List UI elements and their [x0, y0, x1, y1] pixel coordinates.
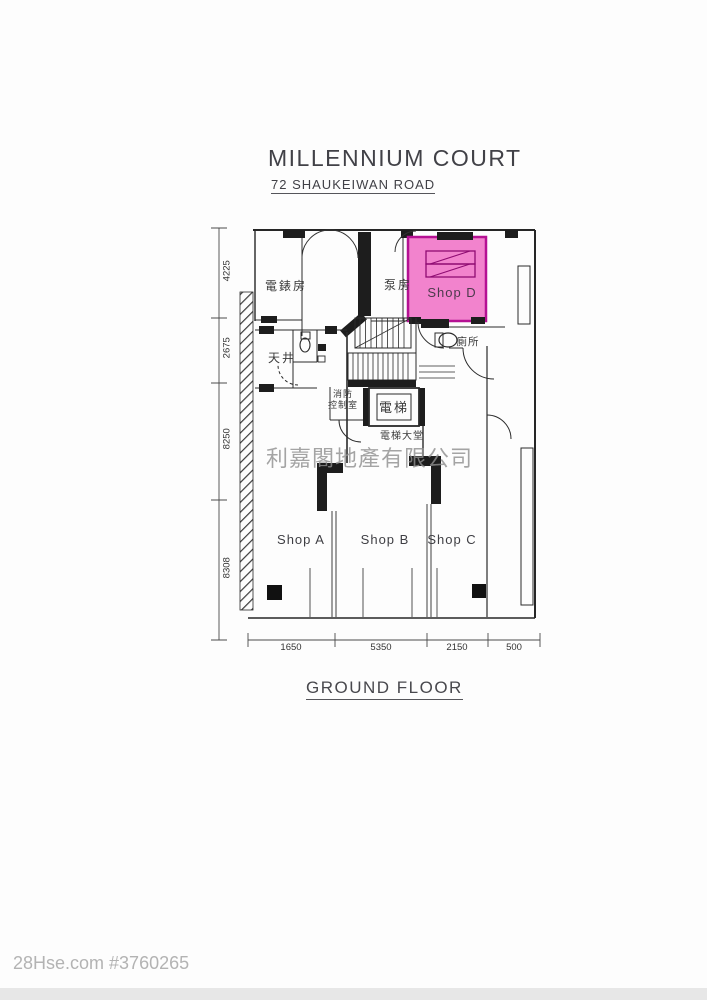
- label-lightwell: 天井: [267, 351, 296, 365]
- label-fire-control-1: 消防: [332, 389, 353, 399]
- site-watermark: 28Hse.com #3760265: [13, 953, 190, 973]
- dimension-left-1: 4225: [221, 260, 233, 282]
- label-shop-a: Shop A: [277, 532, 325, 547]
- floor-plan-drawing: [211, 227, 541, 647]
- shop-walls: [309, 346, 534, 617]
- dimension-bottom-2: 5350: [370, 642, 392, 653]
- building-title: MILLENNIUM COURT: [268, 145, 522, 171]
- floor-plan: 電錶房 泵房 Shop D 天井 廁所 消防 控制室 電梯 電梯大堂 Shop …: [205, 220, 545, 660]
- columns: [267, 584, 486, 600]
- toilet-area: [421, 265, 531, 380]
- floor-label: GROUND FLOOR: [306, 678, 463, 700]
- lightwell-area: [255, 326, 347, 392]
- dimension-lines: [211, 227, 541, 647]
- door-arcs-top: [301, 229, 417, 259]
- label-pump-room: 泵房: [383, 278, 412, 292]
- dimension-left-2: 2675: [221, 337, 233, 359]
- lobby-walls: [317, 456, 441, 511]
- dimension-bottom-1: 1650: [280, 642, 302, 653]
- dimension-bottom-4: 500: [506, 642, 522, 653]
- stairs: [346, 317, 455, 463]
- shop-d-stair-symbol: [425, 250, 476, 278]
- page-bottom-strip: [0, 988, 707, 1000]
- lift-shaft: [363, 387, 425, 458]
- label-fire-control-2: 控制室: [327, 400, 358, 410]
- dimension-left-3: 8250: [221, 428, 233, 450]
- label-meter-room: 電錶房: [264, 279, 307, 293]
- agency-watermark: 利嘉閣地產有限公司: [266, 446, 474, 471]
- label-lift: 電梯: [378, 400, 409, 415]
- party-wall-hatch: [239, 291, 254, 611]
- corridor-planter: [520, 447, 534, 606]
- fire-control-room: [329, 387, 367, 443]
- label-toilet: 廁所: [456, 336, 480, 348]
- structural-walls-black: [261, 230, 518, 323]
- shopfront-mullions: [309, 568, 438, 617]
- interior-walls-top: [255, 230, 408, 336]
- label-shop-b: Shop B: [360, 532, 410, 547]
- label-shop-c: Shop C: [427, 532, 477, 547]
- label-shop-d: Shop D: [427, 285, 477, 300]
- building-address: 72 SHAUKEIWAN ROAD: [271, 177, 436, 194]
- dimension-bottom-3: 2150: [446, 642, 468, 653]
- label-lift-lobby: 電梯大堂: [380, 431, 424, 442]
- dimension-left-4: 8308: [221, 557, 233, 579]
- angled-wall: [340, 312, 367, 338]
